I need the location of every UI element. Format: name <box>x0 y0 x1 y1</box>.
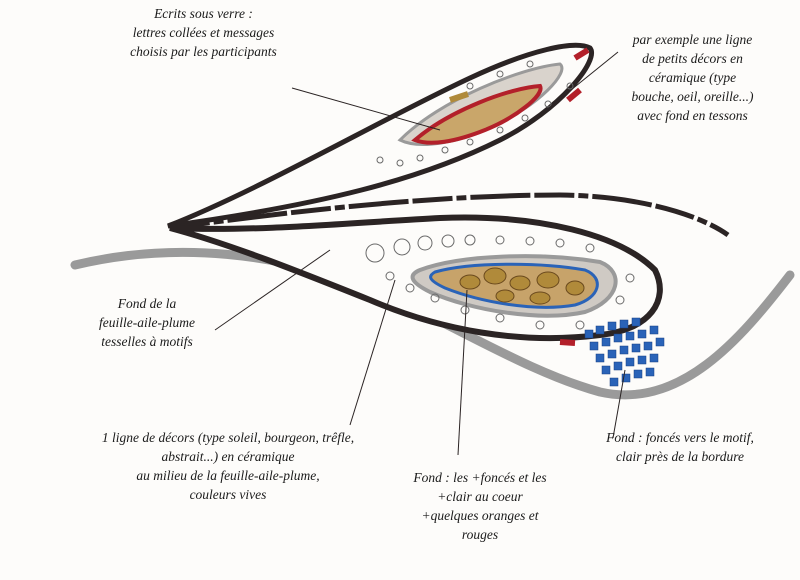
annotation-ligne-decors: 1 ligne de décors (type soleil, bourgeon… <box>78 428 378 504</box>
upper-rim-accents <box>449 47 590 103</box>
annotation-line: choisis par les participants <box>130 44 277 59</box>
leader-lines <box>214 51 626 456</box>
annotation-line: Fond de la <box>117 296 177 311</box>
annotation-line: bouche, oeil, oreille...) <box>631 89 754 104</box>
middle-plume-line <box>169 192 730 238</box>
leader-fond-coeur <box>457 289 468 456</box>
annotation-fond-coeur: Fond : les +foncés et les +clair au coeu… <box>390 468 570 544</box>
annotation-line: céramique (type <box>648 70 737 85</box>
annotation-line: lettres collées et messages <box>132 25 275 40</box>
annotation-line: clair près de la bordure <box>616 449 744 464</box>
annotation-line: +clair au coeur <box>437 489 523 504</box>
leader-ligne-decors <box>349 279 396 426</box>
annotation-line: Fond : foncés vers le motif, <box>606 430 754 445</box>
annotation-line: 1 ligne de décors (type soleil, bourgeon… <box>101 430 355 445</box>
annotation-line: rouges <box>461 527 499 542</box>
annotation-line: avec fond en tessons <box>637 108 748 123</box>
annotation-line: abstrait...) en céramique <box>161 449 295 464</box>
annotation-line: au milieu de la feuille-aile-plume, <box>136 468 320 483</box>
annotation-line: par exemple une ligne <box>632 32 753 47</box>
annotation-line: tesselles à motifs <box>101 334 193 349</box>
leader-fond-feuille <box>214 249 331 331</box>
blue-tile-cluster <box>584 317 665 387</box>
leader-ecrits <box>291 87 441 131</box>
upper-leaf-decor-marks <box>376 60 574 167</box>
grey-border-wave <box>70 247 795 400</box>
leader-decors <box>539 51 619 116</box>
upper-leaf-core <box>411 83 543 145</box>
lower-leaf-decor-circles <box>365 234 635 330</box>
annotation-line: Ecrits sous verre : <box>154 6 253 21</box>
annotation-line: feuille-aile-plume <box>99 315 195 330</box>
annotation-fond-fonces: Fond : foncés vers le motif, clair près … <box>585 428 775 466</box>
annotation-decors: par exemple une ligne de petits décors e… <box>610 30 775 125</box>
annotation-line: +quelques oranges et <box>421 508 539 523</box>
annotation-fond-feuille: Fond de la feuille-aile-plume tesselles … <box>82 294 212 351</box>
lower-core-stones <box>459 267 585 305</box>
annotation-ecrits: Ecrits sous verre : lettres collées et m… <box>116 4 291 61</box>
leader-fond-fonces <box>612 369 626 439</box>
lower-leaf-red-accent <box>559 339 576 346</box>
annotation-line: couleurs vives <box>189 487 267 502</box>
annotation-line: de petits décors en <box>642 51 743 66</box>
annotation-line: Fond : les +foncés et les <box>413 470 547 485</box>
